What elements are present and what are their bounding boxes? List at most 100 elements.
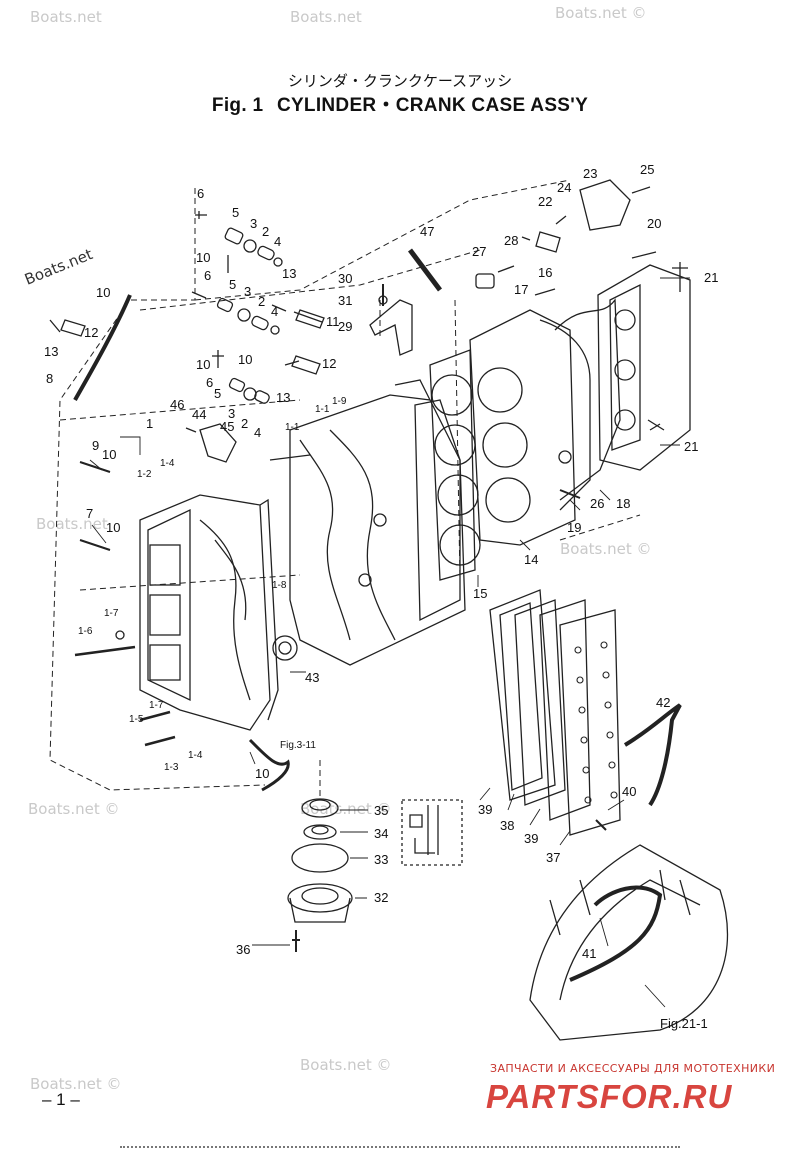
part-label: 34 — [374, 826, 388, 841]
part-label: 4 — [271, 304, 278, 319]
part-label: 5 — [232, 205, 239, 220]
watermark: Boats.net © — [300, 1056, 392, 1074]
hose-41 — [569, 885, 663, 982]
part-label: 33 — [374, 852, 388, 867]
cylinder-head-group — [408, 179, 691, 581]
leader-lines — [89, 277, 690, 1008]
part-label: 15 — [473, 586, 487, 601]
part-label: 5 — [214, 386, 221, 401]
watermark: Boats.net © — [30, 1075, 122, 1093]
seal-housing-group — [287, 798, 463, 952]
part-label: Fig.3-11 — [280, 740, 316, 751]
japanese-title: シリンダ・クランクケースアッシ — [287, 72, 513, 90]
part-label: 25 — [640, 162, 654, 177]
part-label: 2 — [262, 224, 269, 239]
cylinder-block — [74, 461, 279, 747]
part-label: 30 — [338, 271, 352, 286]
part-label: 32 — [374, 890, 388, 905]
part-label: 1-4 — [160, 458, 175, 469]
part-label: 29 — [338, 319, 352, 334]
watermark: Boats.net — [290, 8, 362, 26]
part-label: 45 — [220, 419, 234, 434]
part-label: 12 — [84, 325, 98, 340]
part-label: 36 — [236, 942, 250, 957]
brand-logo: PARTSFOR.RU — [486, 1078, 733, 1115]
seal-43 — [272, 635, 298, 661]
part-label: 10 — [102, 447, 116, 462]
part-label: 38 — [500, 818, 514, 833]
part-label: 17 — [514, 282, 528, 297]
dotted-divider — [120, 1146, 680, 1148]
part-label: 20 — [647, 216, 661, 231]
part-label: 28 — [504, 233, 518, 248]
part-label: 3 — [250, 216, 257, 231]
part-label: 1-1 — [285, 422, 300, 433]
part-label: 10 — [96, 285, 110, 300]
page-number: – 1 – — [42, 1090, 80, 1109]
watermark: Boats.net © — [28, 800, 120, 818]
part-label: 23 — [583, 166, 597, 181]
part-label: 13 — [282, 266, 296, 281]
part-label: 1-4 — [188, 750, 203, 761]
part-label: 10 — [196, 357, 210, 372]
part-label: 31 — [338, 293, 352, 308]
thermostat-sensor-47 — [408, 248, 442, 292]
part-label: 22 — [538, 194, 552, 209]
part-label: 6 — [204, 268, 211, 283]
part-label: Fig.21-1 — [660, 1016, 708, 1031]
part-label: 21 — [684, 439, 698, 454]
cover-plate-45 — [199, 423, 237, 463]
hose-10-bottom — [248, 738, 290, 792]
part-label: 42 — [656, 695, 670, 710]
part-label: 1-7 — [104, 608, 119, 619]
part-label: 11 — [326, 314, 340, 329]
part-label: 41 — [582, 946, 596, 961]
part-label: 1-3 — [164, 762, 179, 773]
watermark: Boats.net © — [560, 540, 652, 558]
part-label: 8 — [46, 371, 53, 386]
part-label: 2 — [258, 294, 265, 309]
figure-number: Fig. 1 — [211, 95, 264, 116]
hose-8 — [73, 294, 132, 401]
part-label: 6 — [206, 375, 213, 390]
valve-parts-lower — [185, 350, 321, 463]
part-label: 40 — [622, 784, 636, 799]
part-label: 43 — [305, 670, 319, 685]
part-label: 2 — [241, 416, 248, 431]
part-label: 13 — [44, 344, 58, 359]
part-label: 24 — [557, 180, 571, 195]
part-label: 47 — [420, 224, 434, 239]
brand-tagline: ЗАПЧАСТИ И АКСЕССУАРЫ ДЛЯ МОТОТЕХНИКИ — [490, 1062, 776, 1075]
part-label: 10 — [196, 250, 210, 265]
part-label: 26 — [590, 496, 604, 511]
lower-cowling — [529, 844, 728, 1041]
part-label: 39 — [524, 831, 538, 846]
part-label: 7 — [86, 506, 93, 521]
part-label: 3 — [228, 406, 235, 421]
part-label: 19 — [567, 520, 581, 535]
hose-42 — [623, 703, 682, 807]
part-label: 10 — [255, 766, 269, 781]
exhaust-cover-group — [489, 589, 621, 836]
part-label: 1 — [146, 416, 153, 431]
part-labels: 6 5 3 2 4 10 6 13 10 5 3 2 4 11 12 13 8 … — [44, 162, 718, 1031]
part-label: 13 — [276, 390, 290, 405]
valve-parts-top — [195, 211, 283, 273]
watermark: Boats.net © — [300, 800, 392, 818]
part-label: 18 — [616, 496, 630, 511]
watermark: Boats.net — [30, 8, 102, 26]
part-label: 4 — [254, 425, 261, 440]
part-label: 10 — [106, 520, 120, 535]
bracket-29 — [369, 284, 413, 356]
part-label: 1-7 — [149, 700, 164, 711]
part-label: 1-9 — [332, 396, 347, 407]
part-label: 5 — [229, 277, 236, 292]
part-label: 35 — [374, 803, 388, 818]
clip-12-left — [49, 319, 86, 337]
part-label: 14 — [524, 552, 538, 567]
part-label: 46 — [170, 397, 184, 412]
part-label: 44 — [192, 407, 206, 422]
part-label: 39 — [478, 802, 492, 817]
part-label: 1-8 — [272, 580, 287, 591]
